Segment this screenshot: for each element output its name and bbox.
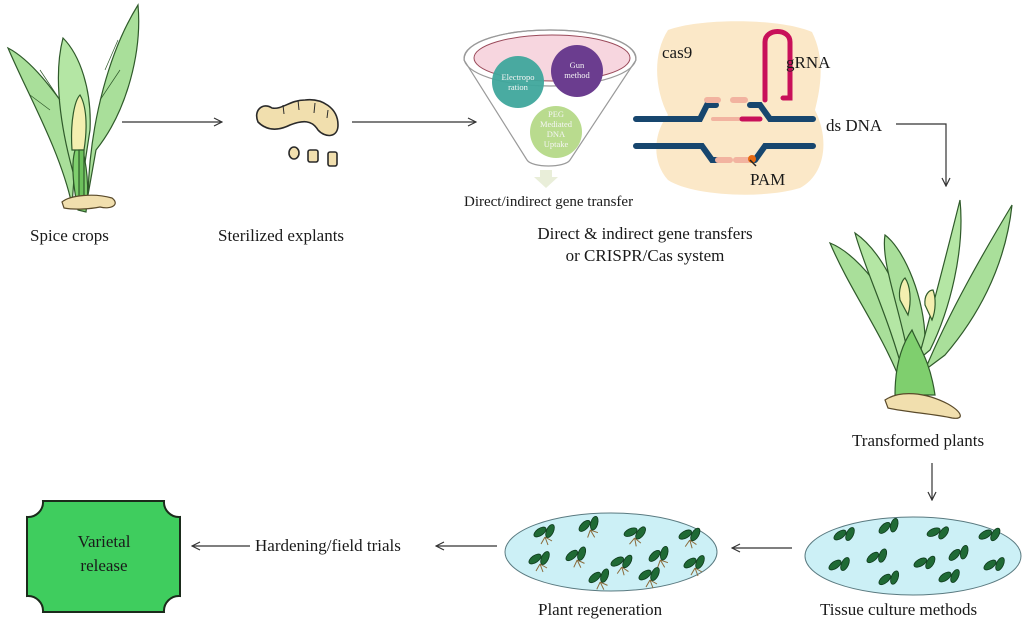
- plantlet-icon: [913, 555, 936, 570]
- plantlet-icon: [978, 527, 1001, 542]
- explants-icon: [255, 99, 339, 167]
- method-gun-line1: Gun: [570, 60, 585, 70]
- plantlet-icon: [926, 526, 949, 540]
- plantlet-icon: [878, 517, 899, 534]
- ds-dna-label: ds DNA: [826, 116, 883, 135]
- plantlet-icon: [948, 544, 969, 561]
- peg-circle: [530, 106, 582, 158]
- plantlet-icon: [588, 568, 610, 590]
- method-peg-line4: Uptake: [544, 139, 569, 149]
- method-gun-line2: method: [564, 70, 590, 80]
- label-tissue-culture: Tissue culture methods: [820, 600, 978, 619]
- label-funnel-caption: Direct/indirect gene transfer: [464, 194, 634, 210]
- tissue-culture-dish: [804, 516, 1022, 596]
- crispr-cas9-complex: cas9 gRNA ds DNA PAM: [633, 21, 883, 195]
- method-electroporation-line1: Electropo: [501, 72, 534, 82]
- cas9-label: cas9: [662, 43, 692, 62]
- arrow-3: [896, 123, 946, 186]
- label-transformed-plants: Transformed plants: [852, 431, 985, 450]
- plantlet-icon: [610, 554, 633, 576]
- gene-transfer-funnel: Electropo ration Gun method PEG Mediated…: [463, 29, 637, 188]
- method-electroporation-line2: ration: [508, 82, 529, 92]
- gun-method-circle: [551, 45, 603, 97]
- plantlet-icon: [648, 545, 669, 568]
- plantlet-icon: [565, 546, 587, 568]
- plantlet-icon: [833, 527, 855, 541]
- plantlet-icon: [533, 524, 555, 546]
- label-varietal-release-line2: release: [80, 556, 128, 575]
- method-peg-line3: DNA: [547, 129, 566, 139]
- plantlet-icon: [528, 551, 550, 573]
- plantlet-icon: [938, 569, 960, 583]
- plantlet-icon: [683, 555, 705, 577]
- plantlet-icon: [878, 570, 900, 586]
- spice-crop-plant-icon: [6, 3, 140, 213]
- electroporation-circle: [492, 56, 544, 108]
- label-hardening: Hardening/field trials: [255, 536, 401, 555]
- grna-loop-icon: [762, 29, 793, 103]
- label-varietal-release: Varietal release: [26, 530, 182, 578]
- plant-regeneration-dish: [504, 512, 718, 592]
- method-peg-line1: PEG: [548, 109, 564, 119]
- funnel-down-arrow-icon: [534, 170, 558, 188]
- label-varietal-release-line1: Varietal: [77, 532, 131, 551]
- label-gene-transfer-line1: Direct & indirect gene transfers: [537, 224, 753, 243]
- plantlet-icon: [866, 548, 888, 564]
- label-spice-crops: Spice crops: [30, 226, 109, 245]
- varietal-release-box: [26, 500, 181, 613]
- label-plant-regeneration: Plant regeneration: [538, 600, 663, 619]
- grna-label: gRNA: [786, 53, 831, 72]
- pam-label: PAM: [750, 170, 785, 189]
- label-gene-transfer-line2: or CRISPR/Cas system: [565, 246, 725, 265]
- plantlet-icon: [983, 557, 1005, 571]
- label-sterilized-explants: Sterilized explants: [218, 226, 345, 245]
- plantlet-icon: [638, 567, 660, 589]
- plantlet-icon: [828, 557, 850, 571]
- plantlet-icon: [623, 526, 646, 547]
- plantlet-icon: [678, 527, 701, 549]
- plantlet-icon: [578, 515, 599, 538]
- transformed-plants-icon: [828, 199, 1013, 419]
- method-peg-line2: Mediated: [540, 119, 573, 129]
